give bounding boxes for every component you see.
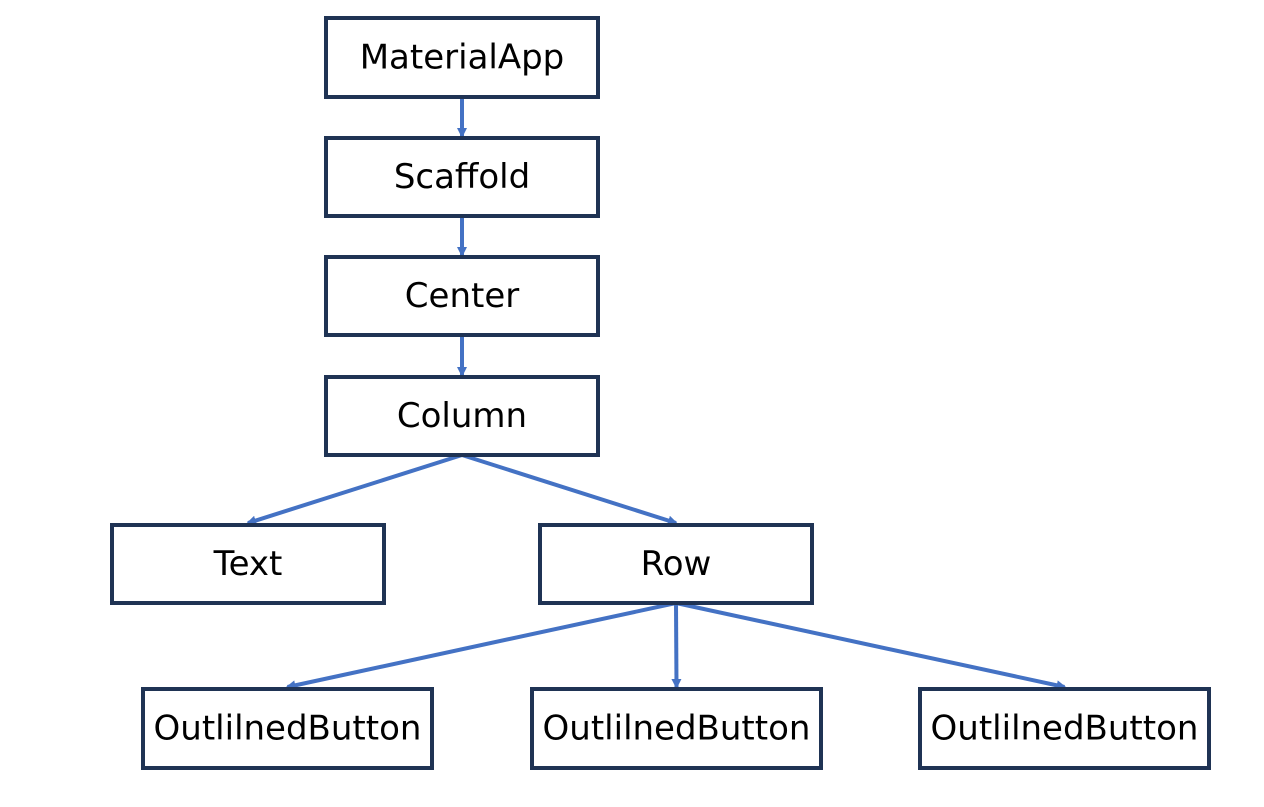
node-column: Column — [324, 375, 600, 457]
node-box-row — [538, 523, 814, 605]
edge-column-to-row — [461, 453, 678, 526]
node-box-column — [324, 375, 600, 457]
node-label-center: Center — [405, 276, 519, 316]
edge-row-to-button1 — [285, 601, 677, 691]
node-materialapp: MaterialApp — [324, 16, 600, 99]
edges — [246, 97, 1067, 691]
node-box-button3 — [918, 687, 1211, 770]
node-button3: OutlilnedButton — [918, 687, 1211, 770]
edge-row-to-button3 — [675, 601, 1067, 691]
node-box-materialapp — [324, 16, 600, 99]
node-text: Text — [110, 523, 386, 605]
node-scaffold: Scaffold — [324, 136, 600, 218]
node-button1: OutlilnedButton — [141, 687, 434, 770]
node-label-text: Text — [213, 544, 283, 584]
node-box-center — [324, 255, 600, 337]
edge-column-to-text — [246, 453, 463, 526]
node-label-button1: OutlilnedButton — [154, 709, 422, 749]
node-label-row: Row — [641, 544, 712, 584]
node-label-button3: OutlilnedButton — [931, 709, 1199, 749]
node-label-button2: OutlilnedButton — [543, 709, 811, 749]
node-box-scaffold — [324, 136, 600, 218]
node-label-materialapp: MaterialApp — [360, 38, 565, 78]
node-box-text — [110, 523, 386, 605]
node-label-column: Column — [397, 396, 527, 436]
node-center: Center — [324, 255, 600, 337]
node-row: Row — [538, 523, 814, 605]
node-box-button2 — [530, 687, 823, 770]
node-box-button1 — [141, 687, 434, 770]
node-label-scaffold: Scaffold — [394, 157, 530, 197]
edge-row-to-button2 — [671, 602, 682, 689]
node-button2: OutlilnedButton — [530, 687, 823, 770]
